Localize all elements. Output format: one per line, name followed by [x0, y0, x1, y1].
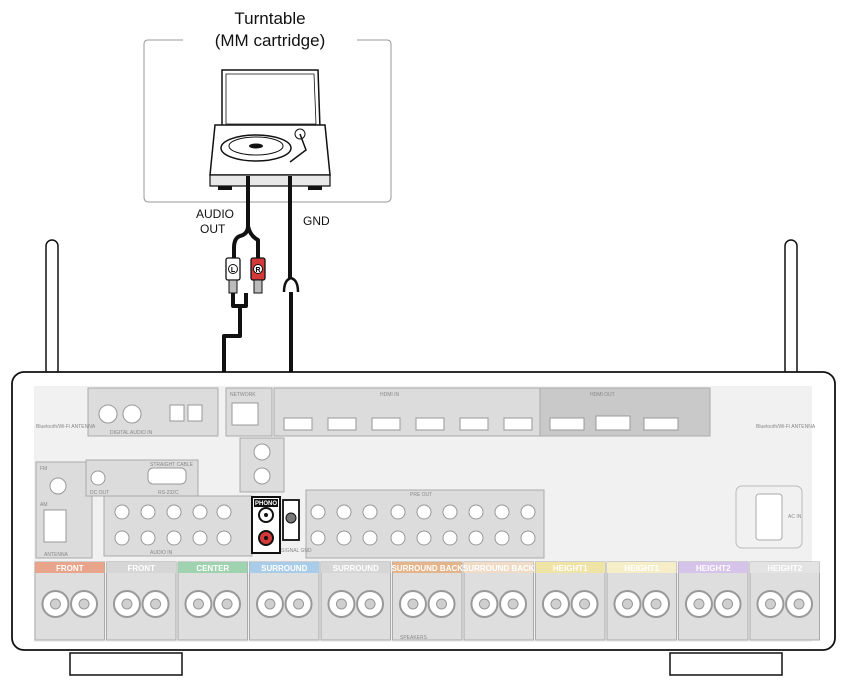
hdmi-in-label: HDMI IN [380, 392, 400, 398]
speaker-zone-band [178, 562, 248, 573]
speaker-zone-band [750, 562, 820, 573]
speaker-terminal-core [722, 598, 734, 610]
right-foot [669, 652, 783, 676]
speaker-zone-band [249, 562, 319, 573]
speaker-terminal-core [221, 598, 233, 610]
speaker-zone-label: HEIGHT1 [553, 564, 588, 573]
hdmi-out-label: HDMI OUT [590, 392, 615, 398]
speaker-zone-label: SURROUND BACK [391, 564, 463, 573]
phono-label: PHONO [255, 501, 277, 507]
audio-out-label-line2: OUT [200, 222, 226, 236]
speaker-zone-band [35, 562, 105, 573]
rca-plug-left [225, 257, 241, 294]
speaker-terminal-core [436, 598, 448, 610]
speaker-zone-label: SURROUND [333, 564, 379, 573]
gnd-spade-lug [282, 276, 300, 293]
turntable-title: Turntable [234, 9, 306, 28]
speaker-terminal-core [621, 598, 633, 610]
speaker-zone-label: HEIGHT1 [624, 564, 659, 573]
speaker-terminal-core [78, 598, 90, 610]
speaker-terminal-core [407, 598, 419, 610]
ac-in-label: AC IN [788, 514, 802, 520]
right-plug-label: R [255, 267, 260, 274]
speaker-terminal-core [192, 598, 204, 610]
speaker-zone-label: HEIGHT2 [696, 564, 731, 573]
speaker-zone-band [535, 562, 605, 573]
speaker-zone-band [607, 562, 677, 573]
straight-cable-label: STRAIGHT CABLE [150, 462, 194, 468]
speaker-zone-band [321, 562, 391, 573]
antenna-label: ANTENNA [44, 552, 69, 558]
speaker-terminal-core [364, 598, 376, 610]
speaker-terminal-core [49, 598, 61, 610]
phono-input-jack [251, 496, 281, 554]
speaker-zone-band [464, 562, 534, 573]
speaker-terminal-core [550, 598, 562, 610]
speaker-terminal-core [293, 598, 305, 610]
cartridge-subtitle: (MM cartridge) [214, 31, 326, 50]
antenna-right-label: Bluetooth/Wi-Fi ANTENNA [756, 424, 816, 430]
gnd-label: GND [303, 214, 330, 228]
speaker-terminal-core [150, 598, 162, 610]
speaker-zone-label: HEIGHT2 [767, 564, 802, 573]
audio-in-label: AUDIO IN [150, 550, 173, 556]
speaker-terminal-core [335, 598, 347, 610]
audio-out-label-line1: AUDIO [196, 207, 235, 221]
left-plug-label: L [231, 267, 236, 274]
network-label: NETWORK [230, 392, 256, 398]
speaker-terminal-core [693, 598, 705, 610]
pre-out-label: PRE OUT [410, 492, 432, 498]
speaker-terminal-core [478, 598, 490, 610]
rs232c-label: RS-232C [158, 490, 179, 496]
speaker-zone-label: SURROUND BACK [463, 564, 535, 573]
speaker-zone-label: FRONT [56, 564, 84, 573]
speaker-terminal-core [507, 598, 519, 610]
speaker-terminal-core [764, 598, 776, 610]
speaker-zone-label: SURROUND [261, 564, 307, 573]
speaker-zone-label: CENTER [196, 564, 229, 573]
speakers-label: SPEAKERS [400, 635, 428, 641]
speaker-zone-band [678, 562, 748, 573]
speaker-zone-band [392, 562, 462, 573]
digital-audio-in-label: DIGITAL AUDIO IN [110, 430, 153, 436]
speaker-terminal-core [650, 598, 662, 610]
am-label: AM [40, 502, 48, 508]
speaker-terminal-core [121, 598, 133, 610]
left-foot [69, 652, 183, 676]
turntable-frame [143, 39, 392, 203]
fm-label: FM [40, 466, 47, 472]
signal-gnd-label: SIGNAL GND [281, 548, 312, 554]
dc-out-label: DC OUT [90, 490, 109, 496]
turntable-icon [209, 69, 331, 190]
rca-plug-right [250, 257, 266, 294]
speaker-zone-band [106, 562, 176, 573]
speaker-terminal-core [579, 598, 591, 610]
antenna-left-label: Bluetooth/Wi-Fi ANTENNA [36, 424, 96, 430]
speaker-terminal-core [793, 598, 805, 610]
signal-gnd-terminal [282, 499, 300, 541]
speaker-terminals: FRONT FRONT CENTER SURROUND SURROUND SURROUND… [34, 561, 820, 641]
speaker-terminal-core [264, 598, 276, 610]
speaker-zone-label: FRONT [127, 564, 155, 573]
